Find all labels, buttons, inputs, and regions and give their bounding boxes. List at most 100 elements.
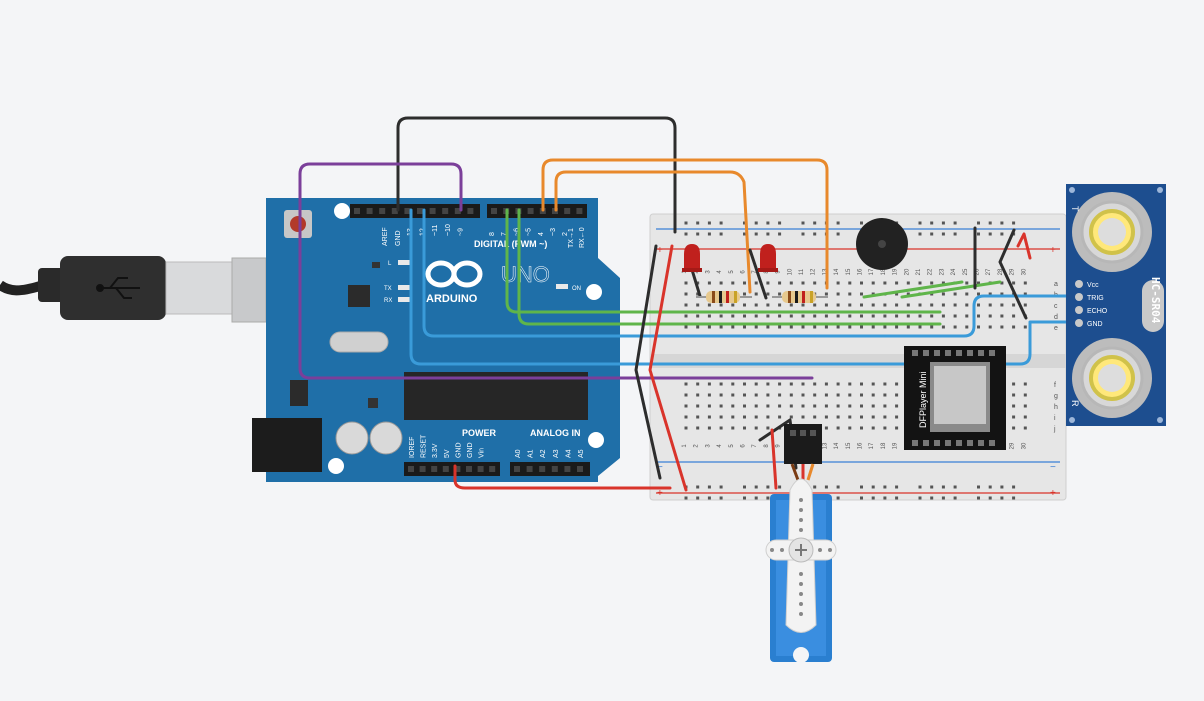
breadboard-hole[interactable]: [883, 393, 887, 397]
breadboard-hole[interactable]: [836, 303, 840, 307]
breadboard-hole[interactable]: [731, 303, 735, 307]
rail-hole[interactable]: [766, 221, 770, 225]
wire-blue-2[interactable]: [422, 208, 1072, 338]
breadboard-hole[interactable]: [895, 393, 899, 397]
rail-hole[interactable]: [754, 485, 758, 489]
breadboard-hole[interactable]: [860, 303, 863, 307]
wire-black-gnd[interactable]: [396, 116, 677, 234]
power-jack[interactable]: [252, 418, 322, 472]
breadboard-hole[interactable]: [743, 415, 746, 419]
header-pin[interactable]: [354, 208, 360, 214]
breadboard-hole[interactable]: [906, 314, 910, 318]
breadboard-hole[interactable]: [977, 314, 980, 318]
breadboard-hole[interactable]: [766, 292, 770, 296]
wire-black-3[interactable]: [998, 228, 1028, 320]
breadboard-hole[interactable]: [1012, 303, 1016, 307]
breadboard-hole[interactable]: [836, 382, 840, 386]
rail-hole[interactable]: [1000, 485, 1004, 489]
breadboard-hole[interactable]: [743, 314, 746, 318]
breadboard-hole[interactable]: [789, 303, 793, 307]
breadboard-hole[interactable]: [860, 292, 863, 296]
wire-red-2[interactable]: [648, 244, 688, 492]
breadboard-hole[interactable]: [860, 393, 863, 397]
rail-hole[interactable]: [871, 485, 875, 489]
breadboard-hole[interactable]: [801, 314, 805, 318]
header-pin[interactable]: [429, 208, 436, 214]
header-pin[interactable]: [454, 208, 461, 214]
breadboard-hole[interactable]: [848, 382, 852, 386]
rail-hole[interactable]: [743, 232, 746, 236]
breadboard-hole[interactable]: [743, 325, 746, 329]
breadboard-hole[interactable]: [906, 325, 910, 329]
breadboard-hole[interactable]: [906, 303, 910, 307]
dfplayer-pin[interactable]: [945, 350, 951, 356]
breadboard-hole[interactable]: [696, 281, 700, 285]
rail-hole[interactable]: [895, 485, 899, 489]
breadboard-hole[interactable]: [1012, 325, 1016, 329]
rail-hole[interactable]: [895, 496, 899, 500]
breadboard-hole[interactable]: [860, 404, 863, 408]
rail-hole[interactable]: [941, 232, 945, 236]
breadboard-hole[interactable]: [696, 404, 700, 408]
wire-red-4[interactable]: [770, 428, 778, 490]
dfplayer-pin[interactable]: [989, 440, 995, 446]
breadboard-hole[interactable]: [778, 281, 782, 285]
breadboard-hole[interactable]: [696, 325, 700, 329]
rail-hole[interactable]: [953, 232, 957, 236]
breadboard-hole[interactable]: [684, 292, 688, 296]
dfplayer-pin[interactable]: [923, 440, 929, 446]
dfplayer-pin[interactable]: [912, 350, 918, 356]
breadboard-hole[interactable]: [1000, 303, 1004, 307]
breadboard-hole[interactable]: [824, 314, 828, 318]
breadboard-hole[interactable]: [766, 393, 770, 397]
breadboard-hole[interactable]: [941, 325, 945, 329]
breadboard-hole[interactable]: [789, 415, 793, 419]
breadboard-hole[interactable]: [1023, 303, 1027, 307]
breadboard-hole[interactable]: [766, 314, 770, 318]
breadboard-hole[interactable]: [883, 325, 887, 329]
breadboard-hole[interactable]: [953, 303, 957, 307]
breadboard-hole[interactable]: [895, 314, 899, 318]
breadboard-hole[interactable]: [754, 415, 758, 419]
header-pin[interactable]: [551, 466, 558, 472]
rail-hole[interactable]: [860, 496, 863, 500]
breadboard-hole[interactable]: [719, 281, 723, 285]
header-pin[interactable]: [467, 208, 474, 214]
breadboard-hole[interactable]: [731, 426, 735, 430]
rail-hole[interactable]: [930, 496, 934, 500]
breadboard-hole[interactable]: [731, 281, 735, 285]
breadboard-hole[interactable]: [743, 382, 746, 386]
rail-hole[interactable]: [707, 221, 711, 225]
breadboard-hole[interactable]: [813, 404, 817, 408]
breadboard-hole[interactable]: [848, 292, 852, 296]
breadboard-hole[interactable]: [743, 303, 746, 307]
rail-hole[interactable]: [1012, 496, 1016, 500]
breadboard-hole[interactable]: [860, 415, 863, 419]
breadboard-hole[interactable]: [719, 393, 723, 397]
breadboard-hole[interactable]: [988, 303, 992, 307]
breadboard-hole[interactable]: [836, 426, 840, 430]
breadboard-hole[interactable]: [707, 303, 711, 307]
breadboard-hole[interactable]: [801, 404, 805, 408]
breadboard-hole[interactable]: [684, 382, 688, 386]
breadboard-hole[interactable]: [883, 426, 887, 430]
breadboard-hole[interactable]: [871, 404, 875, 408]
breadboard-hole[interactable]: [1023, 325, 1027, 329]
breadboard-hole[interactable]: [988, 325, 992, 329]
breadboard-hole[interactable]: [1012, 426, 1016, 430]
breadboard-hole[interactable]: [1023, 281, 1027, 285]
header-pin[interactable]: [417, 208, 423, 214]
header-pin[interactable]: [391, 208, 398, 214]
rail-hole[interactable]: [883, 485, 887, 489]
breadboard-hole[interactable]: [719, 404, 723, 408]
breadboard-hole[interactable]: [731, 382, 735, 386]
rail-hole[interactable]: [684, 496, 688, 500]
rail-hole[interactable]: [801, 221, 805, 225]
breadboard-hole[interactable]: [883, 382, 887, 386]
breadboard-hole[interactable]: [836, 314, 840, 318]
rail-hole[interactable]: [953, 485, 957, 489]
rail-hole[interactable]: [1000, 221, 1004, 225]
rail-hole[interactable]: [1012, 221, 1016, 225]
rail-hole[interactable]: [696, 232, 700, 236]
rail-hole[interactable]: [743, 496, 746, 500]
